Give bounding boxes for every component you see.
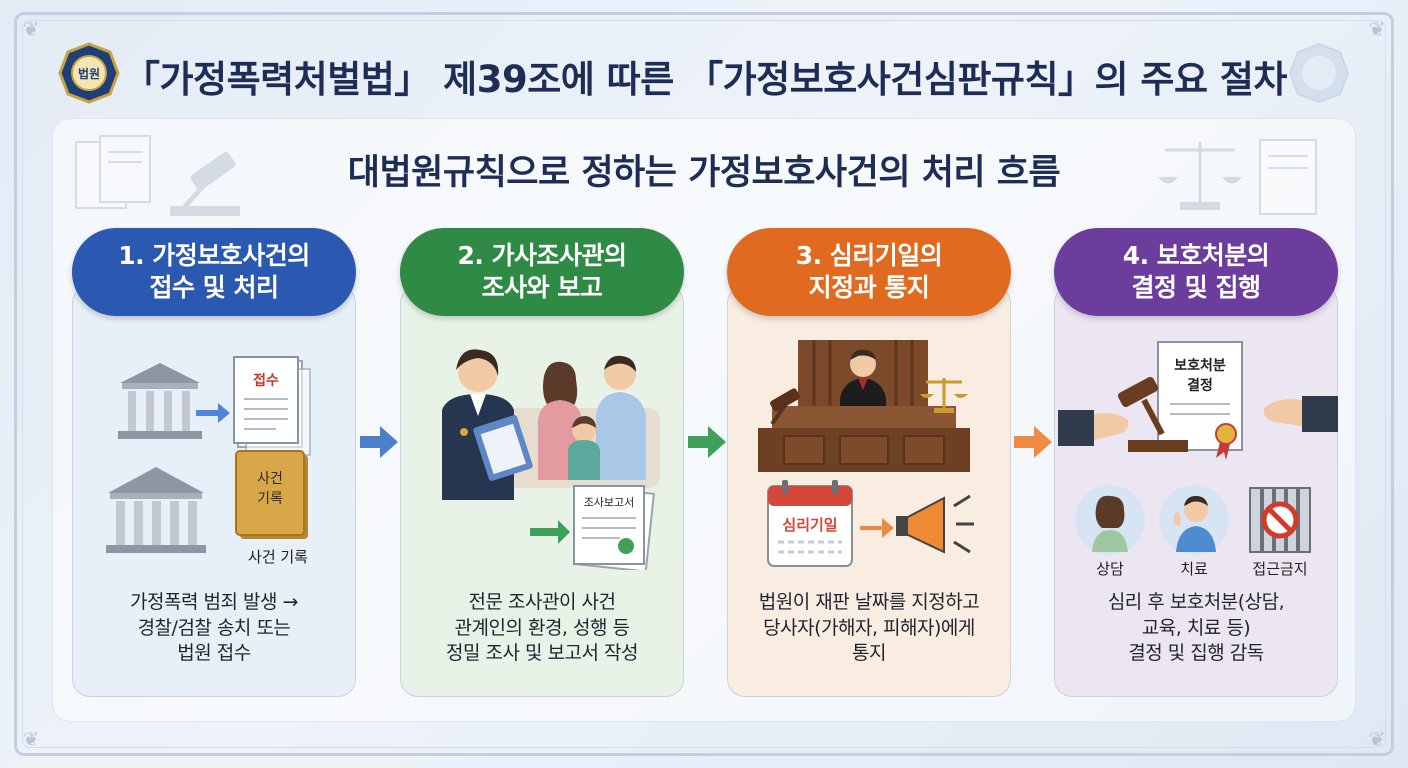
decision-document-icon: 보호처분 결정: [1157, 341, 1243, 460]
step-1-title-line1: 1. 가정보호사건의: [118, 240, 310, 270]
investigator-icon: [442, 349, 533, 500]
treatment-icon: [1159, 485, 1229, 555]
subtitle: 대법원규칙으로 정하는 가정보호사건의 처리 흐름: [347, 153, 1061, 193]
received-doc-label: 접수: [253, 373, 279, 389]
step-4-description: 심리 후 보호처분(상담, 교육, 치료 등) 결정 및 집행 감독: [1054, 590, 1338, 667]
court-building-icon: [106, 467, 206, 553]
family-icon: [538, 355, 646, 480]
step-3-desc-line: 법원이 재판 날짜를 지정하고: [758, 591, 980, 613]
decision-doc-line1: 보호처분: [1174, 358, 1226, 374]
step-2-title-line1: 2. 가사조사관의: [457, 240, 627, 270]
step-3-title-line2: 지정과 통지: [808, 273, 930, 302]
step-4-title-line1: 4. 보호처분의: [1122, 240, 1270, 270]
megaphone-icon: [896, 494, 974, 554]
step-2-illustration: 조사보고서: [442, 349, 660, 570]
treatment-label: 치료: [1180, 560, 1208, 578]
corner-ornament-icon: ❦: [22, 727, 40, 751]
book-icon: 사건 기록: [235, 450, 308, 539]
step-1-description: 가정폭력 범죄 발생 → 경찰/검찰 송치 또는 법원 접수: [72, 590, 356, 667]
judge-courtroom-icon: [758, 340, 970, 472]
step-3-title-line1: 3. 심리기일의: [795, 240, 943, 270]
calendar-icon: 심리기일: [767, 480, 853, 567]
step-1-desc-line: 경찰/검찰 송치 또는: [137, 616, 291, 639]
step-2-title-line2: 조사와 보고: [481, 273, 603, 302]
scales-icon: [920, 378, 968, 413]
arrow-right-icon: [688, 426, 726, 458]
arrow-right-icon: [860, 518, 894, 538]
step-1-title: 1. 가정보호사건의 접수 및 처리: [72, 228, 356, 316]
step-3-illustration: 심리기일: [758, 340, 974, 567]
step-4-illustration: 보호처분 결정: [1058, 341, 1338, 460]
court-seal-watermark-icon: [1288, 42, 1350, 104]
step-3-desc-line: 통지: [852, 642, 886, 665]
step-4-title-line2: 결정 및 집행: [1131, 273, 1261, 302]
documents-gavel-watermark-icon: [75, 135, 240, 216]
calendar-label: 심리기일: [782, 516, 837, 534]
counseling-label: 상담: [1096, 560, 1124, 578]
corner-ornament-icon: ❦: [1368, 727, 1386, 751]
court-seal-icon: 법원: [58, 42, 120, 104]
counseling-icon: [1075, 485, 1145, 555]
step-3-desc-line: 당사자(가해자, 피해자)에게: [763, 616, 975, 639]
scales-document-watermark-icon: [1158, 139, 1317, 215]
arrow-right-icon: [360, 426, 398, 458]
no-access-icon: [1249, 487, 1311, 553]
step-1-illustration: 접수 사건 기록: [106, 356, 311, 553]
arrow-right-icon: [530, 520, 570, 544]
gavel-icon: [1117, 376, 1188, 452]
step-1-desc-line: 법원 접수: [177, 642, 251, 665]
book-label-line1: 사건: [257, 471, 283, 487]
hand-right-icon: [1263, 396, 1338, 432]
document-icon: 접수: [233, 356, 311, 456]
step-2-desc-line: 관계인의 환경, 성행 등: [454, 616, 630, 639]
case-record-caption: 사건 기록: [248, 548, 308, 566]
court-building-icon: [118, 363, 202, 439]
step-3-title: 3. 심리기일의 지정과 통지: [727, 228, 1011, 316]
page-title: 「가정폭력처벌법」 제39조에 따른 「가정보호사건심판규칙」의 주요 절차: [123, 58, 1287, 101]
step-1-desc-line: 가정폭력 범죄 발생 →: [130, 591, 298, 613]
book-label-line2: 기록: [257, 491, 283, 507]
gavel-icon: [770, 388, 800, 426]
step-2-title: 2. 가사조사관의 조사와 보고: [400, 228, 684, 316]
corner-ornament-icon: ❦: [22, 17, 40, 41]
arrow-right-icon: [1014, 426, 1052, 458]
step-1-title-line2: 접수 및 처리: [149, 273, 279, 302]
inner-frame: [22, 20, 1386, 748]
step-2-desc-line: 정밀 조사 및 보고서 작성: [446, 642, 638, 665]
outer-frame: [14, 12, 1394, 756]
arrow-right-icon: [196, 403, 230, 423]
no-access-label: 접근금지: [1252, 560, 1308, 578]
step-4-desc-line: 심리 후 보호처분(상담,: [1107, 591, 1285, 613]
hand-left-icon: [1058, 410, 1129, 446]
step-4-title: 4. 보호처분의 결정 및 집행: [1054, 228, 1338, 316]
corner-ornament-icon: ❦: [1368, 17, 1386, 41]
report-label: 조사보고서: [584, 496, 635, 509]
step-3-description: 법원이 재판 날짜를 지정하고 당사자(가해자, 피해자)에게 통지: [727, 590, 1011, 667]
title-bar: 「가정폭력처벌법」 제39조에 따른 「가정보호사건심판규칙」의 주요 절차: [60, 38, 1350, 114]
step-4-desc-line: 결정 및 집행 감독: [1128, 642, 1264, 665]
seal-text: 법원: [78, 66, 100, 81]
step-2-description: 전문 조사관이 사건 관계인의 환경, 성행 등 정밀 조사 및 보고서 작성: [400, 590, 684, 667]
report-document-icon: 조사보고서: [573, 485, 655, 570]
step-2-desc-line: 전문 조사관이 사건: [468, 591, 616, 613]
step-4-desc-line: 교육, 치료 등): [1141, 616, 1251, 639]
decision-doc-line2: 결정: [1187, 377, 1213, 394]
